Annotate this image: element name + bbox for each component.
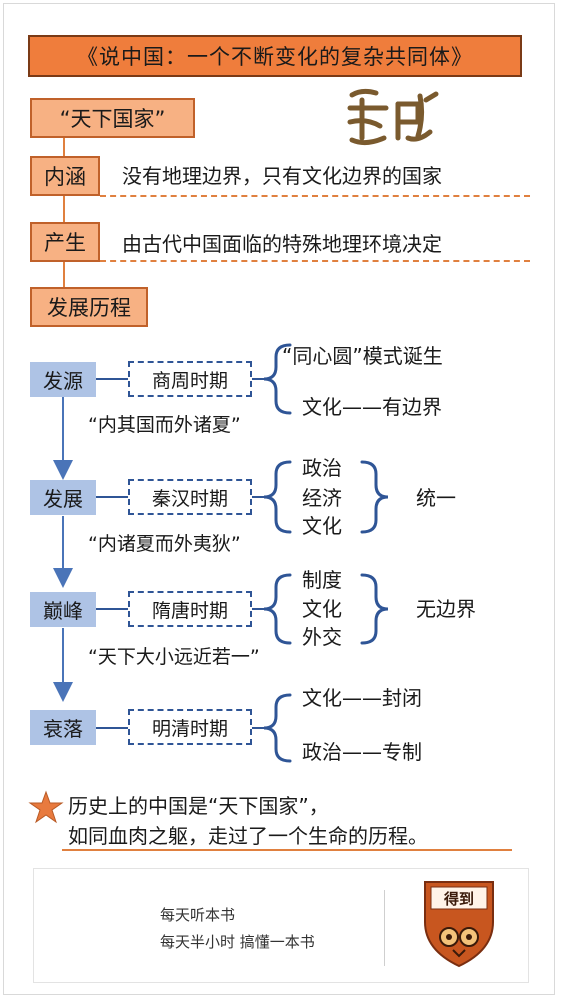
- peak-item-2: 文化: [302, 597, 342, 621]
- stage-origin: 发源: [30, 362, 96, 397]
- conclusion-line-2: 如同血肉之躯，走过了一个生命的历程。: [68, 824, 428, 848]
- stage-peak: 巅峰: [30, 592, 96, 627]
- neihan-text: 没有地理边界，只有文化边界的国家: [122, 164, 442, 188]
- dev-item-3: 文化: [302, 514, 342, 538]
- period-qinhan: 秦汉时期: [128, 479, 252, 515]
- history-label: 发展历程: [30, 287, 148, 327]
- dev-result: 统一: [416, 486, 456, 510]
- page-frame: [3, 3, 555, 995]
- stage-development: 发展: [30, 480, 96, 515]
- neihan-label: 内涵: [30, 156, 100, 196]
- page-title: 《说中国：一个不断变化的复杂共同体》: [28, 35, 522, 77]
- origin-branch-1: “同心圆”模式诞生: [282, 344, 443, 368]
- peak-item-3: 外交: [302, 625, 342, 649]
- decline-branch-2: 政治——专制: [302, 740, 422, 764]
- origin-quote: “内其国而外诸夏”: [88, 414, 241, 436]
- stage-decline: 衰落: [30, 710, 96, 745]
- spine-line: [63, 137, 65, 297]
- peak-quote: “天下大小远近若一”: [88, 646, 260, 668]
- footer-slogan-2: 每天半小时 搞懂一本书: [160, 933, 315, 951]
- period-shangzhou: 商周时期: [128, 361, 252, 397]
- neihan-dash: [100, 195, 530, 197]
- dev-quote: “内诸夏而外夷狄”: [88, 533, 241, 555]
- peak-result: 无边界: [416, 597, 476, 621]
- conclusion-line-1: 历史上的中国是“天下国家”，: [68, 794, 329, 818]
- chansheng-label: 产生: [30, 222, 100, 262]
- dev-item-1: 政治: [302, 456, 342, 480]
- tianxia-box: “天下国家”: [30, 98, 195, 138]
- chansheng-dash: [100, 260, 530, 262]
- peak-item-1: 制度: [302, 568, 342, 592]
- chansheng-text: 由古代中国面临的特殊地理环境决定: [122, 232, 442, 256]
- decline-branch-1: 文化——封闭: [302, 686, 422, 710]
- footer-slogan-1: 每天听本书: [160, 906, 236, 924]
- period-suitang: 隋唐时期: [128, 591, 252, 627]
- dev-item-2: 经济: [302, 486, 342, 510]
- footer-card: [33, 868, 529, 983]
- period-mingqing: 明清时期: [128, 709, 252, 745]
- origin-branch-2: 文化——有边界: [302, 395, 442, 419]
- footer-separator: [384, 890, 385, 966]
